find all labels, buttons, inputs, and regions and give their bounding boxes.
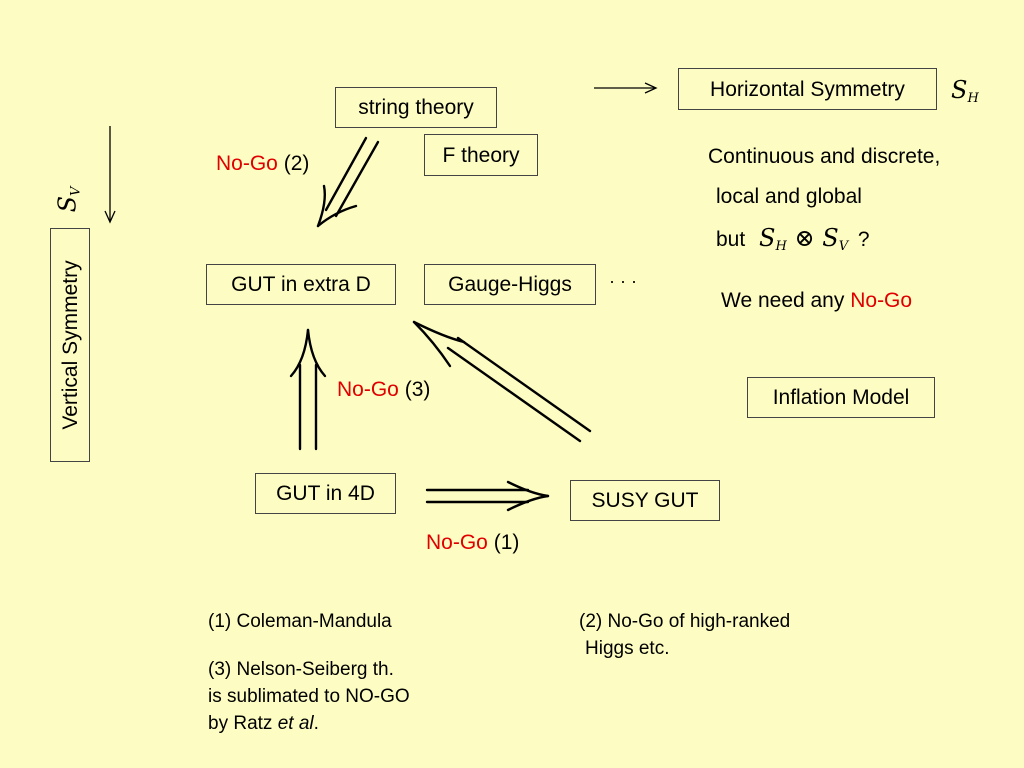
footnote-3-line-2: is sublimated to NO-GO: [208, 686, 410, 707]
tensor-s-h-sub: H: [775, 239, 787, 254]
nogo-3-label: No-Go (3): [337, 379, 430, 400]
gut4d-to-susy-arrow: [425, 480, 550, 512]
nogo-2-number: (2): [283, 152, 310, 175]
gut-extra-d-box: GUT in extra D: [206, 264, 396, 305]
footnote-3-italic: et al: [277, 713, 314, 734]
footnote-3: (3) Nelson-Seiberg th. is sublimated to …: [208, 656, 410, 737]
ellipsis: · · ·: [609, 271, 637, 291]
but-text: but: [716, 228, 746, 251]
tensor-s-v-base: S: [822, 224, 839, 252]
nogo-1-label: No-Go (1): [426, 532, 519, 553]
tensor-product-line: but SH ⊗ SV ?: [716, 226, 870, 253]
footnote-3-line-3: by Ratz et al.: [208, 710, 410, 737]
nogo-3-text: No-Go: [337, 378, 399, 401]
s-h-tensor-s-v: SH ⊗ SV: [759, 224, 849, 254]
footnote-3-prefix: by Ratz: [208, 713, 273, 734]
nogo-2-label: No-Go (2): [216, 153, 309, 174]
string-to-gut-arrow: [316, 136, 380, 228]
need-nogo-line: We need any No-Go: [721, 290, 912, 311]
susy-gut-box: SUSY GUT: [570, 480, 720, 521]
footnote-2-line-2: Higgs etc.: [585, 638, 670, 659]
s-v-sub: V: [68, 186, 84, 196]
inflation-model-box: Inflation Model: [747, 377, 935, 418]
nogo-1-number: (1): [493, 531, 520, 554]
footnote-2-line-1: (2) No-Go of high-ranked: [579, 611, 791, 632]
footnote-3-suffix: .: [313, 713, 319, 734]
continuous-line: Continuous and discrete,: [708, 145, 941, 168]
question-mark: ?: [857, 228, 870, 251]
nogo-1-text: No-Go: [426, 531, 488, 554]
tensor-s-h-base: S: [759, 224, 776, 252]
horizontal-arrow: [594, 82, 658, 94]
footnote-2: (2) No-Go of high-ranked Higgs etc.: [579, 608, 790, 662]
gut4d-to-extra-d-arrow: [289, 328, 327, 451]
footnote-3-line-1: (3) Nelson-Seiberg th.: [208, 659, 394, 680]
local-global-line: local and global: [716, 185, 862, 208]
s-v-label: SV: [53, 186, 84, 213]
horizontal-symmetry-box: Horizontal Symmetry: [678, 68, 937, 110]
gut-4d-box: GUT in 4D: [255, 473, 396, 514]
vertical-symmetry-box: Vertical Symmetry: [50, 228, 90, 462]
s-h-base: S: [951, 76, 968, 104]
need-nogo-text: No-Go: [850, 289, 913, 312]
s-h-sub: H: [967, 91, 979, 106]
nogo-3-number: (3): [404, 378, 431, 401]
s-v-base: S: [53, 195, 82, 213]
f-theory-box: F theory: [424, 134, 538, 176]
vertical-arrow: [104, 126, 116, 224]
footnote-1: (1) Coleman-Mandula: [208, 611, 392, 632]
need-text: We need any: [721, 289, 845, 312]
gauge-higgs-box: Gauge-Higgs: [424, 264, 596, 305]
nogo-2-text: No-Go: [216, 152, 278, 175]
string-theory-box: string theory: [335, 87, 497, 128]
otimes-symbol: ⊗: [794, 224, 815, 252]
susy-to-gauge-arrow: [412, 320, 592, 443]
tensor-s-v-sub: V: [838, 239, 849, 254]
s-h-label: SH: [951, 78, 979, 105]
